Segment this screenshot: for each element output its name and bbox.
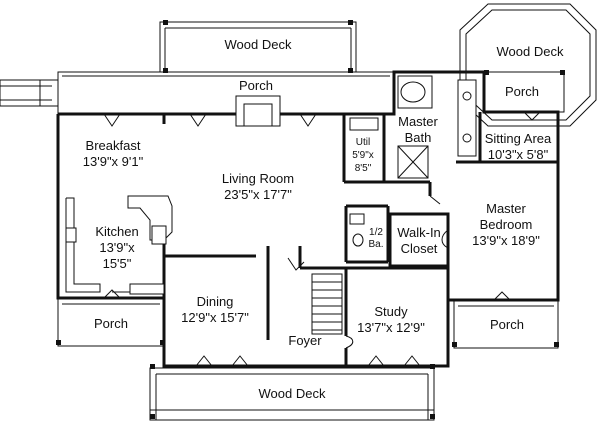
interior-walls <box>162 72 558 366</box>
bathtub-icon <box>397 75 433 109</box>
room-labels: Wood Deck Wood Deck Porch Porch Breakfas… <box>83 37 564 401</box>
label-sitting-area-name: Sitting Area <box>485 131 552 146</box>
walkway-left <box>0 79 59 107</box>
label-half-bath-2: Ba. <box>368 239 383 250</box>
stove-icon <box>151 225 167 245</box>
label-dining-name: Dining <box>197 294 234 309</box>
label-kitchen-size-2: 15'5" <box>103 256 132 271</box>
toilet-icon <box>352 233 364 247</box>
label-closet-2: Closet <box>401 241 438 256</box>
label-master-bath-1: Master <box>398 114 438 129</box>
sink-icon <box>65 227 77 243</box>
decks-and-porches <box>0 3 597 421</box>
label-porch-top: Porch <box>239 78 273 93</box>
porch-right-top-outline <box>483 71 565 113</box>
label-living-room-size: 23'5"x 17'7" <box>224 187 292 202</box>
label-closet-1: Walk-In <box>397 225 441 240</box>
wood-deck-bottom-outline <box>149 367 435 421</box>
label-porch-right-bottom: Porch <box>490 317 524 332</box>
label-porch-left: Porch <box>94 316 128 331</box>
label-kitchen-size-1: 13'9"x <box>99 240 135 255</box>
label-breakfast-size: 13'9"x 9'1" <box>83 154 144 169</box>
label-sitting-area-size: 10'3"x 5'8" <box>488 147 549 162</box>
label-kitchen-name: Kitchen <box>95 224 138 239</box>
label-wood-deck-bottom: Wood Deck <box>259 386 326 401</box>
porch-right-bottom-outline <box>453 299 559 349</box>
label-util-name: Util <box>356 137 370 148</box>
label-master-bedroom-2: Bedroom <box>480 217 533 232</box>
label-wood-deck-right: Wood Deck <box>497 44 564 59</box>
porch-left-outline <box>57 297 165 347</box>
label-master-bedroom-size: 13'9"x 18'9" <box>472 233 540 248</box>
wood-deck-top-outline <box>159 21 357 73</box>
label-util-size-2: 8'5" <box>355 163 372 174</box>
label-dining-size: 12'9"x 15'7" <box>181 310 249 325</box>
label-half-bath-1: 1/2 <box>369 227 383 238</box>
staircase <box>287 257 343 335</box>
label-foyer: Foyer <box>288 333 322 348</box>
label-living-room-name: Living Room <box>222 171 294 186</box>
label-breakfast-name: Breakfast <box>86 138 141 153</box>
label-util-size-1: 5'9"x <box>352 150 374 161</box>
kitchen-counters <box>65 195 173 295</box>
label-master-bedroom-1: Master <box>486 201 526 216</box>
label-study-name: Study <box>374 304 408 319</box>
porch-columns <box>56 20 565 419</box>
label-porch-right-top: Porch <box>505 84 539 99</box>
label-master-bath-2: Bath <box>405 130 432 145</box>
fireplace-icon <box>235 95 281 127</box>
label-wood-deck-top: Wood Deck <box>225 37 292 52</box>
porch-top-outline <box>57 71 395 115</box>
vanity-icon <box>457 79 477 157</box>
door-swings <box>103 111 541 367</box>
label-study-size: 13'7"x 12'9" <box>357 320 425 335</box>
bath-fixtures <box>349 75 477 247</box>
